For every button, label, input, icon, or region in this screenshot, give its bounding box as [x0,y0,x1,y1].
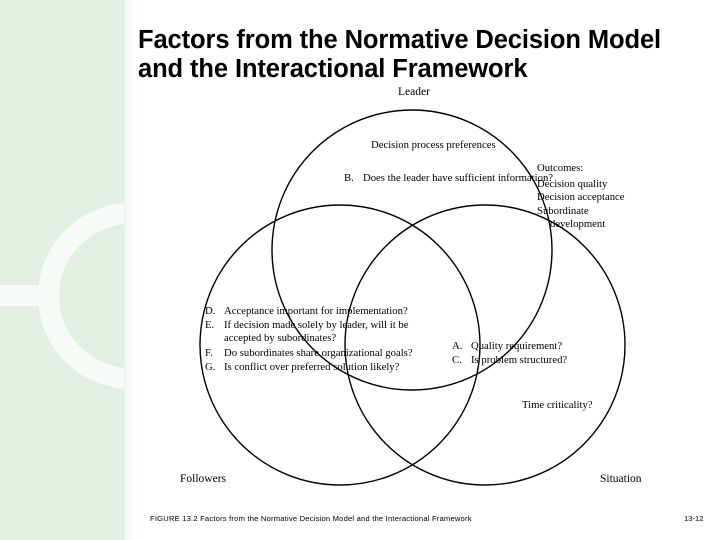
outcomes-item: Decision quality [537,178,608,191]
leader-note-text: Decision process preferences [371,139,496,151]
situation-item-list: A. Quality requirement? C. Is problem st… [452,340,662,368]
item-text: Quality requirement? [471,340,563,352]
item-text: Acceptance important for implementation? [224,305,408,317]
page-title: Factors from the Normative Decision Mode… [138,26,662,83]
outcomes-item: development [550,217,606,230]
item-letter: A. [452,340,463,352]
leader-item-list: B. Does the leader have sufficient infor… [344,172,574,186]
item-text: Is problem structured? [471,354,568,367]
venn-circle-followers [199,204,481,486]
item-text: Does the leader have sufficient informat… [363,172,554,184]
item-letter: G. [205,360,216,373]
venn-circle-leader [271,109,553,391]
item-letter: C. [452,354,462,367]
side-panel-edge-fade [124,0,133,540]
item-letter: B. [344,172,354,184]
decorative-bar-shape [0,285,56,306]
venn-diagram: Leader Followers Situation Decision proc… [132,82,720,502]
venn-label-followers: Followers [180,473,226,485]
list-item: F. Do subordinates share organizational … [205,347,425,360]
venn-label-leader: Leader [398,86,430,98]
list-item: G. Is conflict over preferred solution l… [205,361,425,374]
venn-label-situation: Situation [600,473,642,485]
list-item: A. Quality requirement? [452,340,662,353]
outcomes-title: Outcomes: [537,162,584,174]
venn-circles-svg [199,109,626,486]
item-text: Is conflict over preferred solution like… [224,360,400,373]
item-letter: E. [205,319,215,332]
outcomes-block: Outcomes: Decision quality Decision acce… [537,162,687,231]
figure-caption: FIGURE 13.2 Factors from the Normative D… [150,514,472,523]
list-item: D. Acceptance important for implementati… [205,305,425,318]
list-item: B. Does the leader have sufficient infor… [344,172,574,185]
venn-circle-situation [344,204,626,486]
page-number: 13-12 [684,514,704,523]
item-letter: F. [205,346,213,359]
list-item: E. If decision made solely by leader, wi… [205,319,425,345]
item-text: If decision made solely by leader, will … [224,319,409,345]
followers-item-list: D. Acceptance important for implementati… [205,305,425,375]
outcomes-item: Decision acceptance [537,191,625,204]
list-item: C. Is problem structured? [452,354,662,367]
decorative-side-panel [0,0,131,540]
item-letter: D. [205,305,216,317]
outcomes-item: Subordinate [537,204,589,217]
situation-note-text: Time criticality? [522,399,593,411]
item-text: Do subordinates share organizational goa… [224,346,413,359]
